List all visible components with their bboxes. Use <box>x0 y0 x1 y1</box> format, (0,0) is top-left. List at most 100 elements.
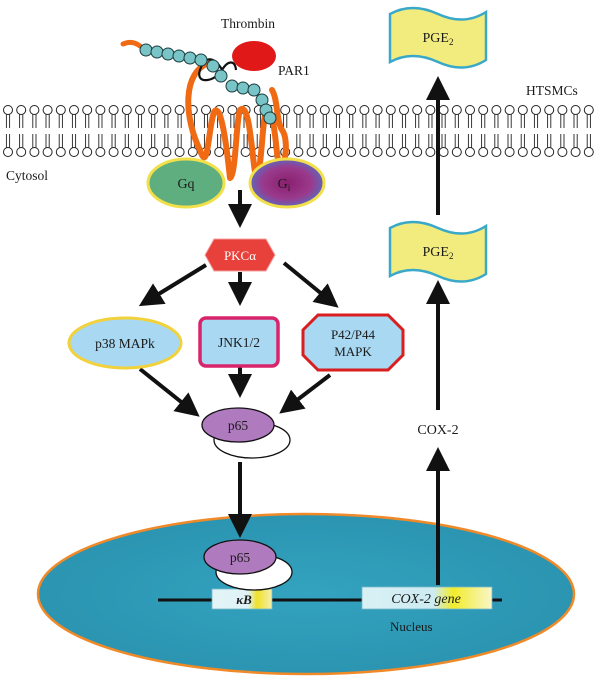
lipid-outer <box>95 105 106 129</box>
lipid-outer <box>42 105 53 129</box>
lipid-inner <box>438 133 449 157</box>
lipid-outer <box>425 105 436 129</box>
arrow-pkca-to-p42 <box>282 261 339 308</box>
lipid-outer <box>478 105 489 129</box>
cytosol-label: Cytosol <box>6 168 48 183</box>
lipid-inner <box>161 133 172 157</box>
lipid-outer <box>372 105 383 129</box>
lipid-inner <box>333 133 343 157</box>
cell-membrane <box>3 105 594 157</box>
lipid-outer <box>465 105 475 129</box>
lipid-inner <box>412 133 423 157</box>
lipid-inner <box>451 133 462 157</box>
lipid-inner <box>121 133 132 157</box>
lipid-outer <box>531 105 541 129</box>
lipid-inner <box>385 133 396 157</box>
pge2-upper-label: PGE2 <box>423 31 454 47</box>
nucleus-label: Nucleus <box>390 619 433 634</box>
peptide-bead <box>263 111 277 125</box>
nucleus-ellipse <box>36 512 576 676</box>
lipid-outer <box>319 105 330 129</box>
peptide-bead <box>214 69 228 83</box>
lipid-inner <box>359 133 370 157</box>
lipid-inner <box>135 133 145 157</box>
lipid-inner <box>319 133 330 157</box>
lipid-inner <box>108 133 119 157</box>
lipid-outer <box>504 105 515 129</box>
par1-label: PAR1 <box>278 63 310 78</box>
cox2-label: COX-2 <box>417 423 458 438</box>
gi-protein <box>248 157 326 209</box>
lipid-inner <box>531 133 541 157</box>
lipid-outer <box>108 105 119 129</box>
pge2-upper-flag <box>388 6 488 69</box>
thrombin-shape <box>232 41 276 71</box>
p42-node <box>301 313 405 372</box>
lipid-outer <box>544 105 555 129</box>
p42-label-line2: MAPK <box>334 344 372 359</box>
lipid-inner <box>583 133 594 157</box>
lipid-outer <box>583 105 594 129</box>
p65-nucleus-node <box>203 539 277 575</box>
lipid-inner <box>478 133 489 157</box>
jnk-node <box>198 316 280 368</box>
lipid-inner <box>69 133 79 157</box>
lipid-inner <box>425 133 436 157</box>
lipid-outer <box>517 105 528 129</box>
cox2-gene-box <box>361 586 493 610</box>
lipid-inner <box>570 133 581 157</box>
lipid-outer <box>570 105 581 129</box>
lipid-outer <box>412 105 423 129</box>
lipid-outer <box>385 105 396 129</box>
lipid-inner <box>148 133 159 157</box>
peptide-bead <box>247 83 261 97</box>
arrow-pkca-to-p38 <box>138 263 208 307</box>
lipid-inner <box>346 133 357 157</box>
p42-label-line1: P42/P44 <box>331 327 376 342</box>
peptide-bead <box>225 79 239 93</box>
lipid-inner <box>82 133 93 157</box>
lipid-outer <box>359 105 370 129</box>
lipid-outer <box>438 105 449 129</box>
lipid-outer <box>399 105 409 129</box>
thrombin-label: Thrombin <box>221 16 275 31</box>
lipid-inner <box>293 133 304 157</box>
arrow-p42-to-p65 <box>279 373 332 414</box>
arrow-p38-to-p65 <box>138 367 200 417</box>
p65-nucleus-label: p65 <box>230 550 251 565</box>
gq-label: Gq <box>177 177 194 192</box>
receptor-n-terminus <box>198 58 238 82</box>
lipid-outer <box>557 105 568 129</box>
pkca-node <box>204 238 276 272</box>
lipid-outer <box>161 105 172 129</box>
peptide-bead <box>206 59 220 73</box>
lipid-outer <box>121 105 132 129</box>
p65-cytosol-label: p65 <box>228 418 249 433</box>
receptor-tail <box>120 39 143 49</box>
peptide-bead <box>161 47 175 61</box>
lipid-inner <box>465 133 475 157</box>
peptide-bead <box>139 43 153 57</box>
lipid-inner <box>95 133 106 157</box>
lipid-outer <box>82 105 93 129</box>
gi-label: Gi <box>278 177 291 193</box>
pkca-label: PKCα <box>224 248 256 263</box>
lipid-inner <box>372 133 383 157</box>
lipid-inner <box>16 133 27 157</box>
lipid-outer <box>174 105 185 129</box>
pge2-lower-flag <box>388 220 488 283</box>
lipid-inner <box>504 133 515 157</box>
gq-protein <box>146 157 226 209</box>
lipid-outer <box>346 105 357 129</box>
peptide-bead <box>150 45 164 59</box>
jnk-label: JNK1/2 <box>218 335 260 350</box>
peptide-bead <box>183 51 197 65</box>
lipid-inner <box>491 133 502 157</box>
pathway-arrows <box>138 76 450 585</box>
lipid-outer <box>135 105 145 129</box>
lipid-inner <box>399 133 409 157</box>
htsmcs-label: HTSMCs <box>526 83 578 98</box>
lipid-inner <box>55 133 66 157</box>
lipid-inner <box>557 133 568 157</box>
